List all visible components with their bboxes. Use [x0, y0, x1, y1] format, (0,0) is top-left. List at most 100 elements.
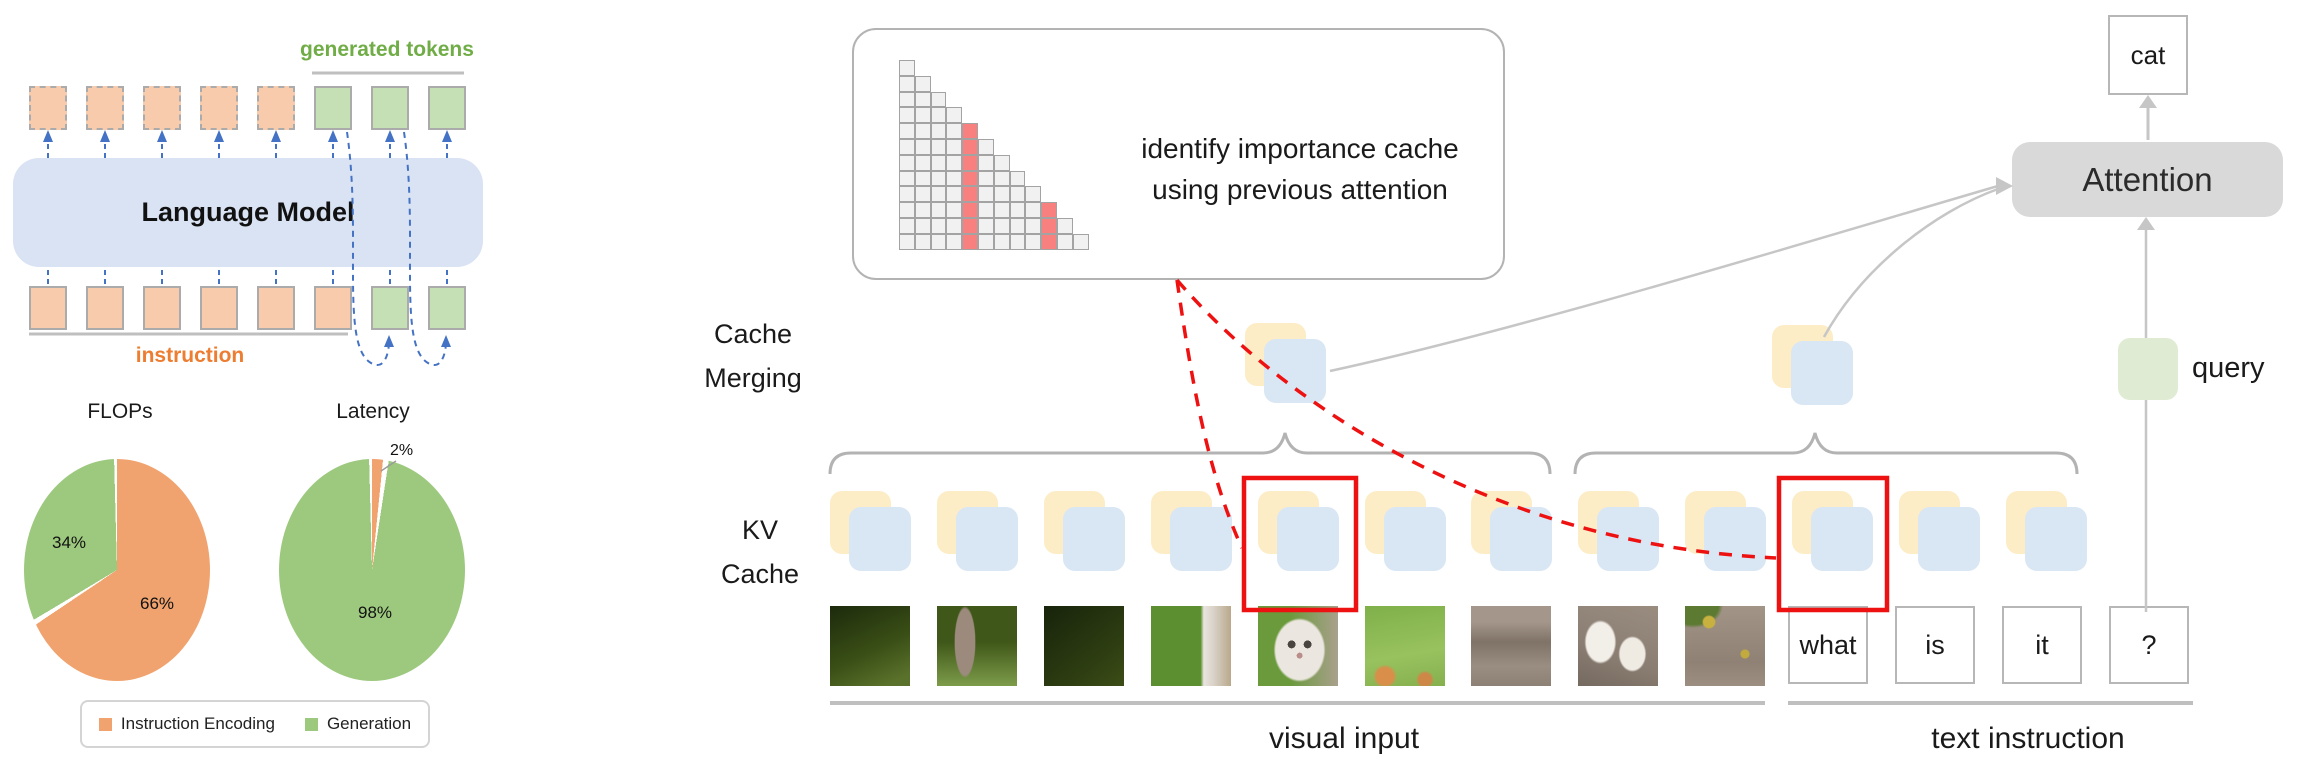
model-output-arrowhead [442, 130, 452, 142]
kv-cache-pair [830, 491, 911, 571]
feedback-arrowhead-1 [384, 335, 394, 347]
attention-cell [899, 154, 915, 171]
attention-cell [993, 170, 1010, 187]
model-output-arrowhead [43, 130, 53, 142]
attention-cell [978, 186, 994, 203]
latency-orange-label: 2% [390, 442, 414, 459]
instruction-input-token [257, 286, 295, 330]
text-cache-brace [1573, 432, 2079, 475]
kv-cache-pair [936, 491, 1018, 571]
instruction-input-token [200, 286, 238, 330]
attention-cell [930, 91, 947, 108]
important-attention-cell [962, 202, 978, 218]
flops-green-label: 34% [52, 533, 87, 552]
visual-patch-green-grass [1364, 606, 1445, 686]
merged-text-to-attention-curve [1822, 187, 1999, 338]
kv-cache-pair [1685, 491, 1767, 571]
kv-cache-line1: KV [741, 515, 779, 545]
kv-cache-pair [1578, 491, 1660, 571]
attention-cell [978, 154, 994, 171]
attention-cell [899, 218, 915, 234]
attention-cell [946, 202, 963, 218]
attention-cell [914, 218, 931, 234]
attention-cell [930, 202, 947, 218]
visual-patch-pavement-with-leaves [1685, 606, 1766, 686]
visual-patch-blurred-green-background [830, 606, 910, 686]
important-attention-cell [962, 218, 978, 234]
attention-cell [946, 233, 963, 250]
instruction-input-token [143, 286, 181, 330]
attention-cell [930, 107, 947, 124]
legend-swatch [304, 717, 318, 731]
attention-cell [946, 218, 963, 234]
attention-left-arrowhead [1996, 177, 2013, 195]
kv-cache-pair [1257, 491, 1339, 571]
visual-cache-brace [828, 432, 1552, 475]
generated-token [314, 86, 352, 130]
important-attention-cell [962, 154, 978, 171]
attention-cell [993, 154, 1010, 171]
attention-cell [914, 91, 931, 108]
important-attention-cell [962, 170, 978, 187]
value-cache-icon [1791, 341, 1853, 405]
kv-cache-pair [1899, 491, 1980, 571]
attention-cell [946, 170, 963, 187]
attention-cell [993, 202, 1010, 218]
attention-cell [930, 154, 947, 171]
kv-cache-pair [1364, 491, 1446, 571]
visual-input-label: visual input [1268, 722, 1420, 755]
attention-matrix [899, 60, 1089, 250]
value-cache-icon [1169, 507, 1232, 571]
kv-cache-pair [1150, 491, 1232, 571]
model-output-arrowhead [328, 130, 338, 142]
discarded-prediction-token [257, 86, 295, 130]
attention-cell [1009, 218, 1026, 234]
attention-cell [899, 233, 915, 250]
cache-merging-line1: Cache [713, 319, 793, 349]
attention-cell [930, 186, 947, 203]
output-token-text: cat [2130, 39, 2166, 70]
output-token-box: cat [2108, 15, 2188, 95]
value-cache-icon [1062, 507, 1125, 571]
discarded-prediction-token [86, 86, 124, 130]
text-token: ? [2141, 629, 2157, 660]
latency-pie-title: Latency [336, 400, 410, 423]
attention-cell [930, 170, 947, 187]
importance-note-text: identify importance cache using previous… [1095, 128, 1505, 210]
attention-cell [914, 139, 931, 155]
latency-pie-chart [279, 459, 465, 681]
attention-cell [914, 233, 931, 250]
text-token-box: is [1895, 606, 1975, 684]
attention-cell [1057, 233, 1073, 250]
value-cache-icon [1918, 507, 1980, 571]
kv-cache-pair [2005, 491, 2087, 571]
attention-cell [914, 107, 931, 124]
text-token: what [1799, 629, 1857, 660]
attention-cell [914, 75, 931, 92]
attention-cell [930, 123, 947, 139]
attention-cell [993, 218, 1010, 234]
value-cache-icon [955, 507, 1018, 571]
attention-cell [946, 139, 963, 155]
text-token: it [2035, 629, 2049, 660]
important-attention-cell [1041, 218, 1057, 234]
merged-cache-token-text [1772, 325, 1853, 405]
feedback-arrowhead-2 [441, 335, 451, 347]
instruction-input-token [314, 286, 352, 330]
important-attention-cell [1041, 233, 1057, 250]
important-attention-cell [962, 123, 978, 139]
generated-tokens-label: generated tokens [300, 38, 474, 61]
value-cache-icon [1704, 507, 1767, 571]
discarded-prediction-token [143, 86, 181, 130]
kv-cache-pair [1043, 491, 1125, 571]
model-output-arrowhead [271, 130, 281, 142]
legend-item: Instruction Encoding [98, 714, 275, 734]
attention-box: Attention [2012, 142, 2283, 217]
attention-cell [946, 154, 963, 171]
attention-cell [899, 75, 915, 92]
attention-cell [899, 139, 915, 155]
attention-cell [899, 60, 915, 76]
kv-cache-line2: Cache [720, 559, 800, 589]
flops-pie-title: FLOPs [87, 400, 153, 423]
